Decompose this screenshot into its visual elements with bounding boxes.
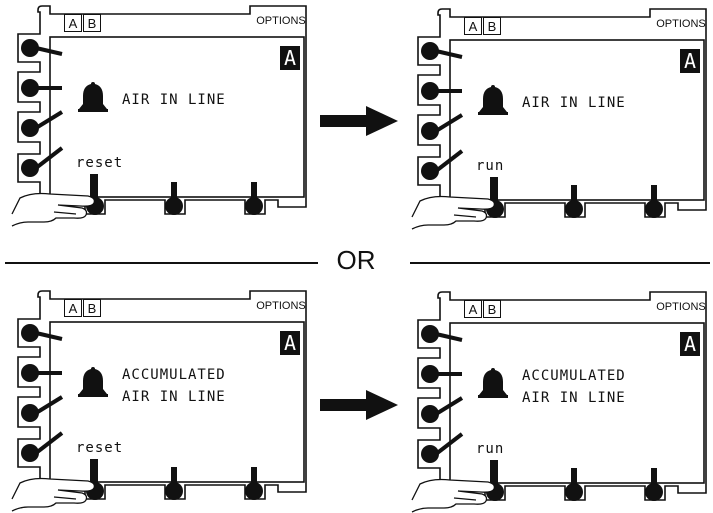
tab-b[interactable]: B xyxy=(483,300,501,318)
softkey-label: reset xyxy=(76,440,124,456)
bottom-key-2[interactable] xyxy=(565,468,583,501)
side-key-1[interactable] xyxy=(421,325,463,343)
side-key-2[interactable] xyxy=(421,82,462,100)
tab-a[interactable]: A xyxy=(464,300,482,318)
channel-indicator: A xyxy=(280,331,300,355)
side-key-1[interactable] xyxy=(21,39,63,57)
bottom-keys xyxy=(411,460,663,513)
tab-a[interactable]: A xyxy=(64,14,82,32)
alarm-message-line-2: AIR IN LINE xyxy=(122,389,226,405)
alarm-message-line-1: ACCUMULATED xyxy=(522,368,626,384)
side-keys xyxy=(21,39,64,177)
tab-b[interactable]: B xyxy=(83,14,101,32)
side-keys xyxy=(421,42,464,180)
pump-panel: A B OPTIONS A AIR IN LINE run xyxy=(410,5,710,230)
bottom-key-3[interactable] xyxy=(645,185,663,218)
options-tab[interactable]: OPTIONS xyxy=(256,300,306,312)
divider-right xyxy=(410,262,710,264)
softkey-label: run xyxy=(476,441,505,457)
pressing-hand-icon xyxy=(11,192,96,227)
bell-icon xyxy=(476,83,510,121)
pressing-hand-icon xyxy=(411,478,496,513)
divider-left xyxy=(5,262,318,264)
options-tab[interactable]: OPTIONS xyxy=(256,15,306,27)
side-key-3[interactable] xyxy=(21,110,64,137)
side-key-2[interactable] xyxy=(21,364,62,382)
side-key-3[interactable] xyxy=(421,113,464,140)
bottom-key-3[interactable] xyxy=(645,468,663,501)
channel-indicator: A xyxy=(680,332,700,356)
side-key-4[interactable] xyxy=(21,146,64,177)
side-key-4[interactable] xyxy=(421,149,464,180)
alarm-message-line-1: AIR IN LINE xyxy=(122,92,226,108)
side-key-2[interactable] xyxy=(21,79,62,97)
side-key-3[interactable] xyxy=(421,396,464,423)
display-screen: A AIR IN LINE run xyxy=(462,45,702,185)
tab-b[interactable]: B xyxy=(83,299,101,317)
display-screen: A AIR IN LINE reset xyxy=(62,42,302,182)
bottom-keys xyxy=(411,177,663,230)
bottom-key-2[interactable] xyxy=(565,185,583,218)
softkey-label: reset xyxy=(76,155,124,171)
bottom-key-2[interactable] xyxy=(165,182,183,215)
bottom-key-3[interactable] xyxy=(245,467,263,500)
softkey-label: run xyxy=(476,158,505,174)
side-key-4[interactable] xyxy=(21,431,64,462)
side-key-1[interactable] xyxy=(21,324,63,342)
bell-icon xyxy=(76,80,110,118)
bell-icon xyxy=(476,366,510,404)
alarm-message-line-1: ACCUMULATED xyxy=(122,367,226,383)
pump-panel: A B OPTIONS A ACCUMULATED AIR IN LINE ru… xyxy=(410,288,710,513)
pressing-hand-icon xyxy=(11,477,96,512)
bottom-key-3[interactable] xyxy=(245,182,263,215)
options-tab[interactable]: OPTIONS xyxy=(656,18,706,30)
alarm-message-line-2: AIR IN LINE xyxy=(522,390,626,406)
side-key-4[interactable] xyxy=(421,432,464,463)
side-key-3[interactable] xyxy=(21,395,64,422)
tab-b[interactable]: B xyxy=(483,17,501,35)
display-screen: A ACCUMULATED AIR IN LINE reset xyxy=(62,327,302,467)
side-keys xyxy=(21,324,64,462)
bottom-key-2[interactable] xyxy=(165,467,183,500)
side-key-2[interactable] xyxy=(421,365,462,383)
side-keys xyxy=(421,325,464,463)
channel-indicator: A xyxy=(680,49,700,73)
arrow-right-icon xyxy=(320,106,398,136)
options-tab[interactable]: OPTIONS xyxy=(656,301,706,313)
bell-icon xyxy=(76,365,110,403)
arrow-right-icon xyxy=(320,390,398,420)
bottom-keys xyxy=(11,174,263,227)
pump-panel: A B OPTIONS A ACCUMULATED AIR IN LINE re… xyxy=(10,287,310,512)
side-key-1[interactable] xyxy=(421,42,463,60)
pump-panel: A B OPTIONS A AIR IN LINE reset xyxy=(10,2,310,227)
pressing-hand-icon xyxy=(411,195,496,230)
channel-indicator: A xyxy=(280,46,300,70)
tab-a[interactable]: A xyxy=(64,299,82,317)
display-screen: A ACCUMULATED AIR IN LINE run xyxy=(462,328,702,468)
alarm-message-line-1: AIR IN LINE xyxy=(522,95,626,111)
tab-a[interactable]: A xyxy=(464,17,482,35)
or-separator-label: OR xyxy=(336,245,376,275)
bottom-keys xyxy=(11,459,263,512)
